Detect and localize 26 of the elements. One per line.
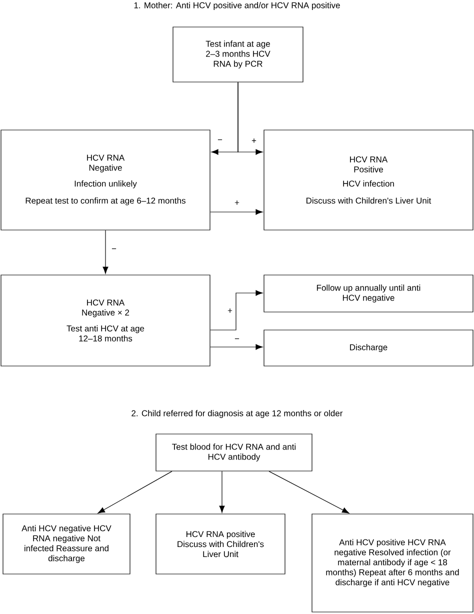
flow-box: Discharge xyxy=(264,330,474,366)
arrow xyxy=(98,471,172,514)
heading: 2. Child referred for diagnosis at age 12 months or older xyxy=(132,410,343,418)
flow-box: Follow up annually until anti HCV negative xyxy=(264,274,474,312)
flow-box: Anti HCV negative HCV RNA negative Not infected Reassure and discharge xyxy=(2,514,130,574)
flow-box: Test infant at age 2–3 months HCV RNA by PCR xyxy=(172,26,304,82)
flow-box: HCV RNA Positive HCV infection Discuss with Children's Liver Unit xyxy=(264,130,474,230)
edge-label: + xyxy=(250,138,258,144)
flow-box: Anti HCV positive HCV RNA negative Resolved infection (or maternal antibody if age < 18 months) Repeat after 6 months and discharge if anti HCV negative xyxy=(312,514,474,612)
arrow xyxy=(238,82,263,155)
arrow xyxy=(268,471,350,514)
flow-box: HCV RNA Negative Infection unlikely Repeat test to confirm at age 6–12 months xyxy=(0,130,210,230)
flow-box: Test blood for HCV RNA and anti HCV antibody xyxy=(156,434,312,472)
arrow xyxy=(102,230,108,274)
arrow xyxy=(210,290,263,330)
arrow xyxy=(210,344,263,350)
edge-label: − xyxy=(234,337,240,343)
arrow xyxy=(210,209,263,215)
arrow xyxy=(219,471,225,513)
heading: 1. Mother: Anti HCV positive and/or HCV RNA positive xyxy=(134,2,340,10)
edge-label: − xyxy=(110,247,118,253)
flow-box: HCV RNA Negative × 2 Test anti HCV at age 12–18 months xyxy=(0,274,210,366)
edge-label: + xyxy=(234,200,240,206)
edge-label: + xyxy=(226,308,234,314)
flow-box: HCV RNA positive Discuss with Children's Liver Unit xyxy=(156,514,286,574)
edge-label: − xyxy=(216,138,224,144)
